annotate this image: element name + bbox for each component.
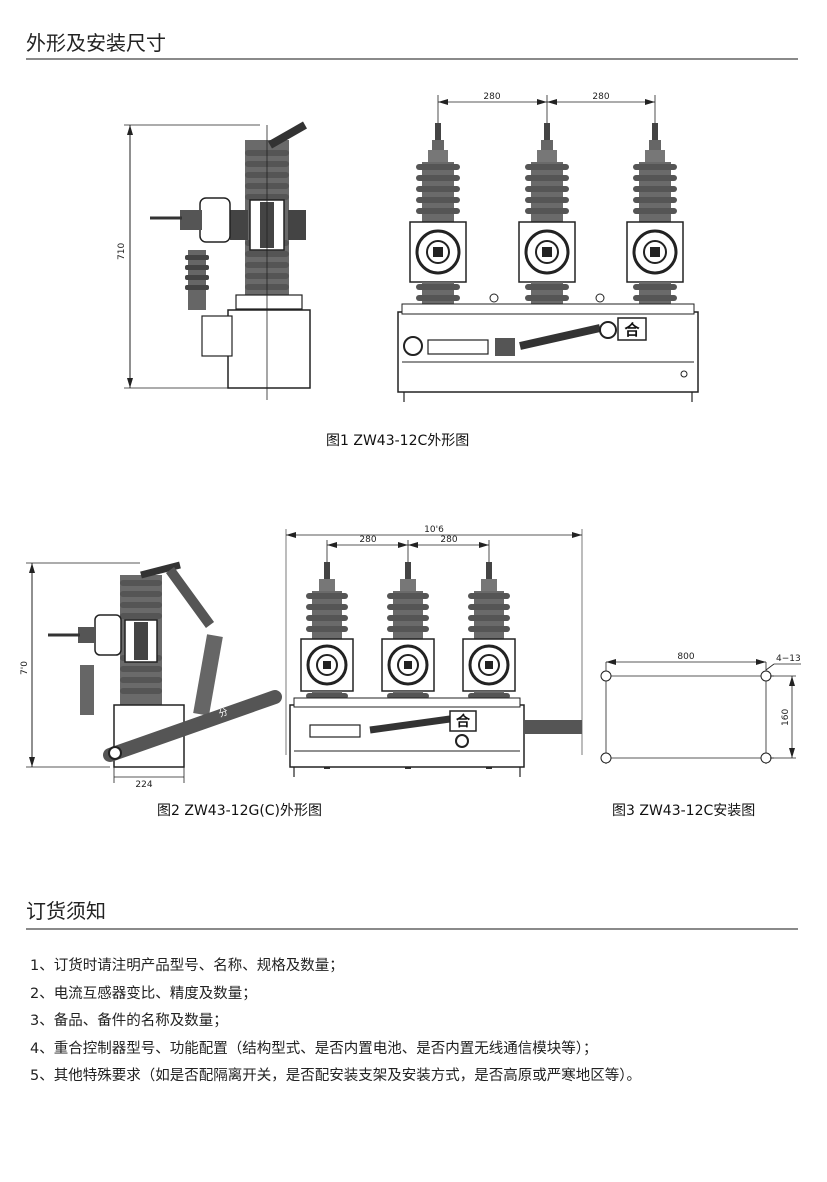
section-divider xyxy=(26,928,798,930)
fig2-dim-pitch-left: 280 xyxy=(359,535,376,545)
list-item: 4、重合控制器型号、功能配置（结构型式、是否内置电池、是否内置无线通信模块等）； xyxy=(30,1040,598,1057)
list-item: 2、电流互感器变比、精度及数量； xyxy=(30,985,257,1002)
section-title-ordering: 订货须知 xyxy=(26,899,106,923)
fig1-dim-height: 710 xyxy=(117,243,127,260)
figure3-drawing: 800 4−13 160 xyxy=(600,652,801,764)
fig2-open-label: 分 xyxy=(217,707,229,720)
fig1-dim-pitch-left: 280 xyxy=(483,92,500,102)
fig1-close-label: 合 xyxy=(623,321,640,339)
ordering-notes-list: 1、订货时请注明产品型号、名称、规格及数量； 2、电流互感器变比、精度及数量； … xyxy=(30,953,641,1091)
fig2-close-label: 合 xyxy=(456,713,471,730)
fig2-dim-height: 7'0 xyxy=(20,661,30,675)
fig3-dim-height: 160 xyxy=(781,709,791,726)
list-item: 5、其他特殊要求（如是否配隔离开关，是否配安装支架及安装方式，是否高原或严寒地区… xyxy=(30,1068,641,1084)
fig3-dim-holes: 4−13 xyxy=(776,654,801,664)
fig2-dim-pitch-right: 280 xyxy=(440,535,457,545)
fig2-dim-width: 10'6 xyxy=(424,525,444,535)
section-title-dimensions: 外形及安装尺寸 xyxy=(26,31,166,55)
figure2-drawing: 7'0 分 224 10'6 280 280 合 xyxy=(20,525,583,790)
figure1-caption: 图1 ZW43-12C外形图 xyxy=(326,433,470,449)
list-item: 1、订货时请注明产品型号、名称、规格及数量； xyxy=(30,958,344,974)
figure2-caption: 图2 ZW43-12G(C)外形图 xyxy=(157,803,323,819)
fig1-dim-pitch-right: 280 xyxy=(592,92,609,102)
fig2-dim-base: 224 xyxy=(135,780,152,790)
list-item: 3、备品、备件的名称及数量； xyxy=(30,1013,228,1029)
figure3-caption: 图3 ZW43-12C安装图 xyxy=(612,803,756,819)
section-divider xyxy=(26,58,798,60)
fig3-dim-width: 800 xyxy=(677,652,694,662)
figure1-drawing: 710 280 280 合 xyxy=(117,92,699,402)
